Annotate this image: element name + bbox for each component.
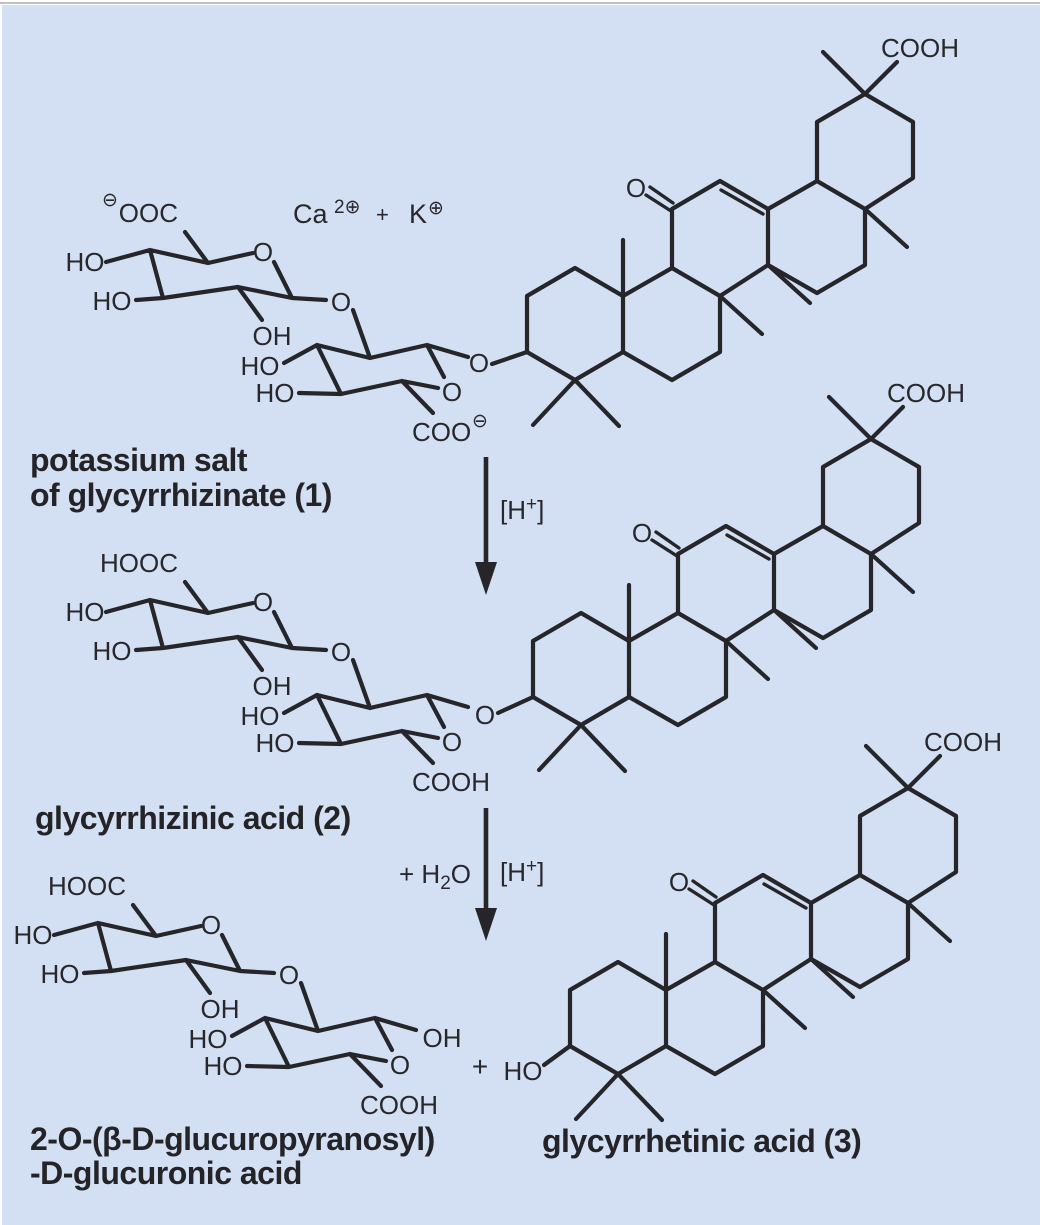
water-subscript-2: 2 xyxy=(440,873,451,894)
molecule-3-name-close-paren: ) xyxy=(851,1123,861,1159)
carboxylate-minus-charge: ⊖ xyxy=(472,411,488,432)
potassium-label: K xyxy=(409,199,427,229)
carboxylate-ooc-label: OOC xyxy=(119,198,178,228)
water-plus-h: + H xyxy=(399,859,440,889)
arrow-1-acid-label: [H+] xyxy=(500,494,544,525)
reaction-arrow-1: [H+] xyxy=(475,457,544,595)
glycosidic-oxygen-label: O xyxy=(331,287,351,317)
ho-label: HO xyxy=(93,286,132,316)
molecule-3-aglycone: HO O COOH xyxy=(504,727,1002,1120)
molecule-3-compound-number: 3 xyxy=(834,1123,851,1159)
reaction-arrow-2: + H2O [H+] xyxy=(399,808,544,941)
molecule-2-name: glycyrrhizinic acid (2) xyxy=(35,800,351,836)
acid-proton-charge: + xyxy=(526,856,537,877)
ho-label: HO xyxy=(66,597,105,627)
ho-label: HO xyxy=(14,920,53,950)
arrow-2-head xyxy=(475,908,497,941)
anomeric-oxygen-label: O xyxy=(469,348,489,378)
ketone-oxygen-label: O xyxy=(669,867,689,897)
ho-label: HO xyxy=(41,959,80,989)
ho-label: HO xyxy=(93,636,132,666)
molecule-2-name-text: glycyrrhizinic acid ( xyxy=(35,800,324,836)
cooh-label: COOH xyxy=(412,767,490,797)
acid-bracket-close: ] xyxy=(537,495,544,525)
molecule-1-name-line2-text: of glycyrrhizinate ( xyxy=(30,477,305,513)
ho-label: HO xyxy=(256,378,295,408)
molecule-2-name-close-paren: ) xyxy=(341,800,351,836)
molecule-3-name-text: glycyrrhetinic acid ( xyxy=(542,1123,835,1159)
glycosidic-bond-to-c3 xyxy=(495,694,536,716)
carboxylate-coo-label: COO xyxy=(412,417,471,447)
cooh-label: COOH xyxy=(360,1090,438,1120)
cooh-label: COOH xyxy=(924,727,1002,757)
glycosidic-bond-to-c3 xyxy=(489,349,530,367)
molecule-1-compound-number: 1 xyxy=(305,477,322,513)
glycosidic-oxygen-label: O xyxy=(331,637,351,667)
molecule-1-aglycone: O COOH xyxy=(489,33,959,426)
product-sugar-name-line1: 2-O-(β-D-glucuropyranosyl) xyxy=(30,1121,435,1157)
arrow-1-head xyxy=(475,562,497,595)
molecule-1-disaccharide: ⊖ OOC HO HO O OH O HO HO O COO ⊖ O xyxy=(66,190,490,447)
calcium-charge-label: 2⊕ xyxy=(334,197,361,218)
molecule-2-disaccharide: HOOC HO HO O OH O HO HO O COOH O xyxy=(66,548,496,797)
molecule-1-name-line2: of glycyrrhizinate (1) xyxy=(30,477,332,513)
carboxylate-minus-charge: ⊖ xyxy=(102,190,118,211)
molecule-3-glycyrrhetinic-acid: HO O COOH glycyrrhetinic acid (3) xyxy=(504,727,1003,1159)
ketone-oxygen-label: O xyxy=(632,518,652,548)
hooc-label: HOOC xyxy=(100,548,178,578)
acid-bracket-open: [H xyxy=(500,495,526,525)
blue-panel xyxy=(2,5,1040,1225)
oh-label: OH xyxy=(201,994,240,1024)
ring-oxygen-label: O xyxy=(253,587,273,617)
molecule-1-glycyrrhizinate-salt: Ca 2⊕ + K ⊕ ⊖ OOC HO HO O OH O HO HO O C… xyxy=(30,33,959,513)
molecule-3-name: glycyrrhetinic acid (3) xyxy=(542,1123,861,1159)
ho-label: HO xyxy=(241,701,280,731)
product-disaccharide-structure: HOOC HO HO O OH O HO HO O COOH OH xyxy=(14,871,462,1120)
oh-label: OH xyxy=(253,671,292,701)
molecule-2-compound-number: 2 xyxy=(323,800,340,836)
arrow-2-acid-label: [H+] xyxy=(500,856,544,887)
ring-oxygen-label: O xyxy=(390,1050,410,1080)
water-label: + H2O xyxy=(399,859,471,894)
hooc-label: HOOC xyxy=(48,871,126,901)
counterion-labels: Ca 2⊕ + K ⊕ xyxy=(293,197,444,229)
product-disaccharide: HOOC HO HO O OH O HO HO O COOH OH 2-O-(β… xyxy=(14,871,462,1191)
anomeric-oh-label: OH xyxy=(423,1023,462,1053)
product-sugar-name-line2: -D-glucuronic acid xyxy=(30,1155,302,1191)
cooh-label: COOH xyxy=(887,378,965,408)
cooh-label: COOH xyxy=(881,33,959,63)
molecule-2-glycyrrhizinic-acid: HOOC HO HO O OH O HO HO O COOH O O COOH … xyxy=(35,378,965,836)
acid-bracket-close: ] xyxy=(537,857,544,887)
glycosidic-oxygen-label: O xyxy=(279,960,299,990)
ring-oxygen-label: O xyxy=(201,910,221,940)
counterion-plus-sign: + xyxy=(376,202,389,227)
ho-label: HO xyxy=(66,247,105,277)
ho-label: HO xyxy=(241,351,280,381)
ho-label: HO xyxy=(204,1051,243,1081)
ho-label: HO xyxy=(504,1056,543,1086)
ketone-oxygen-label: O xyxy=(626,173,646,203)
ring-oxygen-label: O xyxy=(253,237,273,267)
c3-hydroxyl-bond xyxy=(541,1043,573,1068)
acid-bracket-open: [H xyxy=(500,857,526,887)
ho-label: HO xyxy=(256,728,295,758)
calcium-label: Ca xyxy=(293,199,328,229)
molecule-1-name-line1: potassium salt xyxy=(30,442,248,478)
potassium-charge-label: ⊕ xyxy=(428,198,444,219)
ring-oxygen-label: O xyxy=(442,377,462,407)
molecule-1-name-close-paren: ) xyxy=(322,477,332,513)
products-plus-sign: + xyxy=(472,1051,488,1082)
ho-label: HO xyxy=(189,1024,228,1054)
anomeric-oxygen-label: O xyxy=(475,700,495,730)
molecule-2-aglycone: O COOH xyxy=(495,378,965,771)
water-oxygen: O xyxy=(451,859,471,889)
ring-oxygen-label: O xyxy=(442,727,462,757)
oh-label: OH xyxy=(253,321,292,351)
acid-proton-charge: + xyxy=(526,494,537,515)
